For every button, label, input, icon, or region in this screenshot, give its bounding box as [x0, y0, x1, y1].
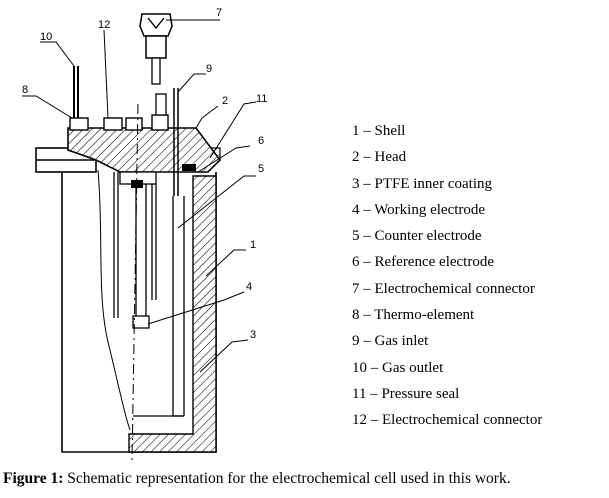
legend-item-gas-outlet: 10 – Gas outlet — [352, 359, 444, 376]
callout-10: 10 — [40, 31, 52, 43]
legend-item-thermo-element: 8 – Thermo-element — [352, 307, 475, 324]
callout-5: 5 — [258, 163, 264, 175]
caption-text: Schematic representation for the electro… — [63, 470, 511, 487]
legend-item-connector-12: 12 – Electrochemical connector — [352, 412, 543, 429]
legend-item-head: 2 – Head — [352, 149, 407, 166]
fitting-gas-inlet — [151, 114, 169, 131]
fitting-thermo — [69, 117, 89, 131]
callout-6: 6 — [258, 135, 264, 147]
electrochemical-connector-7 — [139, 13, 173, 116]
callout-3: 3 — [250, 329, 256, 341]
callout-2: 2 — [222, 95, 228, 107]
leader-lines — [22, 19, 257, 373]
fitting-connector-12b — [125, 117, 143, 131]
legend-item-ptfe-coating: 3 – PTFE inner coating — [352, 175, 492, 192]
legend-item-shell: 1 – Shell — [352, 123, 406, 139]
legend: 1 – Shell 2 – Head 3 – PTFE inner coatin… — [352, 118, 542, 434]
legend-item-gas-inlet: 9 – Gas inlet — [352, 333, 429, 350]
callout-11: 11 — [256, 93, 267, 105]
callout-9: 9 — [206, 63, 212, 75]
legend-item-counter-electrode: 5 – Counter electrode — [352, 228, 482, 245]
head — [67, 127, 222, 173]
callout-7: 7 — [216, 7, 222, 19]
fitting-connector-12a — [103, 117, 123, 131]
caption-label: Figure 1: — [3, 470, 64, 487]
callout-12: 12 — [98, 19, 110, 31]
inner-liner — [172, 196, 184, 417]
working-electrode — [132, 184, 150, 329]
legend-item-working-electrode: 4 – Working electrode — [352, 201, 486, 218]
legend-item-reference-electrode: 6 – Reference electrode — [352, 254, 494, 271]
figure-caption: Figure 1: Schematic representation for t… — [3, 470, 511, 488]
callout-4: 4 — [246, 281, 252, 293]
legend-item-connector-7: 7 – Electrochemical connector — [352, 280, 535, 297]
pressure-seal — [182, 164, 196, 171]
callout-8: 8 — [22, 84, 28, 96]
ptfe-coating — [128, 175, 217, 453]
legend-item-pressure-seal: 11 – Pressure seal — [352, 385, 460, 402]
callout-1: 1 — [250, 239, 256, 251]
